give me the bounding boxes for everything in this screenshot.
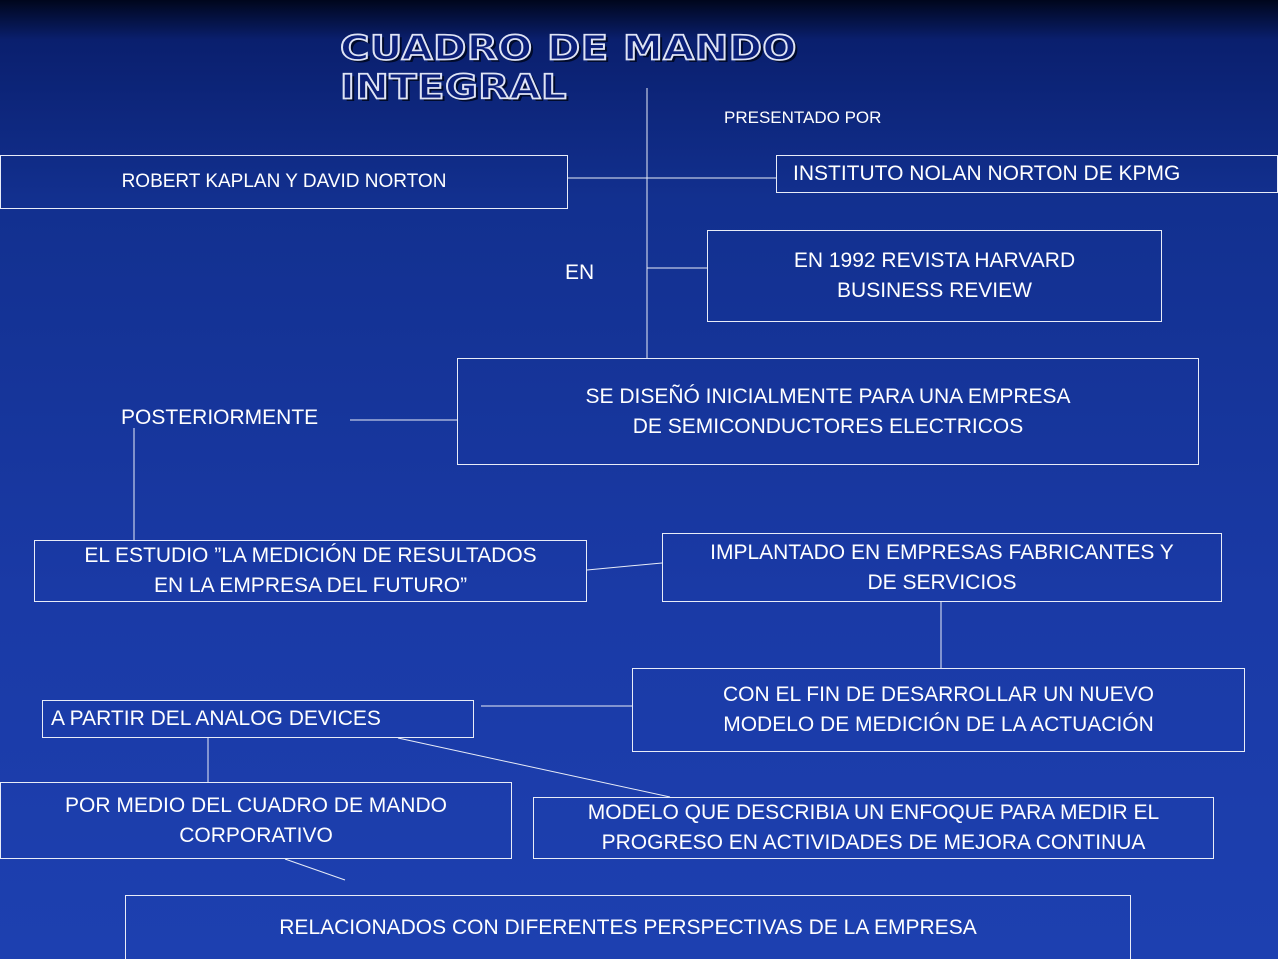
study-line-1: EL ESTUDIO ”LA MEDICIÓN DE RESULTADOS: [84, 544, 537, 567]
designed-line-2: DE SEMICONDUCTORES ELECTRICOS: [632, 414, 1024, 438]
implanted-line-1: IMPLANTADO EN EMPRESAS FABRICANTES Y: [710, 540, 1174, 564]
model-line-2: PROGRESO EN ACTIVIDADES DE MEJORA CONTIN…: [601, 831, 1146, 854]
model-box: MODELO QUE DESCRIBIA UN ENFOQUE PARA MED…: [533, 797, 1214, 859]
harvard-line-2: BUSINESS REVIEW: [837, 279, 1032, 302]
implanted-line-2: DE SERVICIOS: [867, 570, 1017, 594]
analog-model-connector: [397, 737, 671, 798]
perspectives-text: RELACIONADOS CON DIFERENTES PERSPECTIVAS…: [279, 915, 977, 939]
designed-line-1: SE DISEÑÓ INICIALMENTE PARA UNA EMPRESA: [585, 384, 1071, 408]
model-line-1: MODELO QUE DESCRIBIA UN ENFOQUE PARA MED…: [587, 801, 1160, 824]
implanted-box: IMPLANTADO EN EMPRESAS FABRICANTES Y DE …: [662, 533, 1222, 602]
perspectives-box: RELACIONADOS CON DIFERENTES PERSPECTIVAS…: [125, 895, 1131, 959]
analog-box: A PARTIR DEL ANALOG DEVICES: [42, 700, 474, 738]
study-line-2: EN LA EMPRESA DEL FUTURO”: [153, 574, 468, 597]
corporate-box: POR MEDIO DEL CUADRO DE MANDO CORPORATIV…: [0, 782, 512, 859]
authors-text: ROBERT KAPLAN Y DAVID NORTON: [121, 171, 447, 192]
authors-box: ROBERT KAPLAN Y DAVID NORTON: [0, 155, 568, 209]
corporate-line-1: POR MEDIO DEL CUADRO DE MANDO: [65, 793, 447, 817]
corporate-perspectives-connector: [284, 858, 346, 881]
designed-box: SE DISEÑÓ INICIALMENTE PARA UNA EMPRESA …: [457, 358, 1199, 465]
page-title: CUADRO DE MANDO INTEGRAL: [339, 28, 797, 108]
corporate-line-2: CORPORATIVO: [179, 823, 333, 847]
institute-text: INSTITUTO NOLAN NORTON DE KPMG: [793, 162, 1181, 185]
institute-box: INSTITUTO NOLAN NORTON DE KPMG: [776, 155, 1278, 193]
purpose-line-2: MODELO DE MEDICIÓN DE LA ACTUACIÓN: [723, 713, 1154, 736]
presentado-por-label: PRESENTADO POR: [724, 108, 882, 127]
analog-text: A PARTIR DEL ANALOG DEVICES: [51, 707, 381, 730]
purpose-line-1: CON EL FIN DE DESARROLLAR UN NUEVO: [723, 683, 1154, 706]
purpose-box: CON EL FIN DE DESARROLLAR UN NUEVO MODEL…: [632, 668, 1245, 752]
study-box: EL ESTUDIO ”LA MEDICIÓN DE RESULTADOS EN…: [34, 540, 587, 602]
posteriormente-label: POSTERIORMENTE: [121, 406, 319, 429]
en-label: EN: [565, 261, 595, 284]
harvard-box: EN 1992 REVISTA HARVARD BUSINESS REVIEW: [707, 230, 1162, 322]
study-implanted-connector: [586, 562, 663, 571]
harvard-line-1: EN 1992 REVISTA HARVARD: [793, 249, 1076, 272]
